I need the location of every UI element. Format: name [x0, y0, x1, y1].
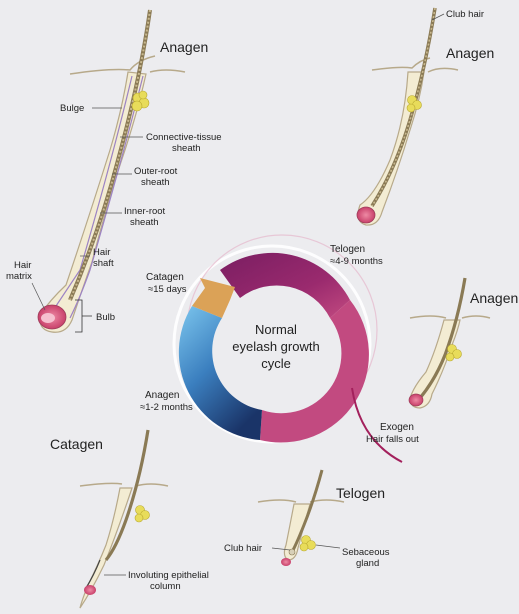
cycle-telogen-duration: ≈4-9 months	[330, 256, 383, 267]
hair-matrix-label-2: matrix	[6, 271, 32, 282]
anagen-mid-right-follicle: Anagen	[408, 277, 518, 409]
catagen-segment	[192, 278, 235, 318]
cycle-exogen-duration: Hair falls out	[366, 434, 419, 445]
outer-root-label-2: sheath	[141, 177, 170, 188]
cycle-catagen-label: Catagen	[146, 272, 184, 283]
exogen-segment	[260, 300, 369, 443]
telogen-follicle: Telogen Club hair Sebaceous gland	[224, 469, 390, 569]
bulb-label: Bulb	[96, 312, 115, 323]
cycle-center-line-1: Normal	[255, 322, 297, 337]
hair-shaft-label-1: Hair	[93, 247, 110, 258]
club-hair-label-bottom: Club hair	[224, 543, 262, 554]
sebaceous-label-1: Sebaceous	[342, 547, 390, 558]
anagen-segment	[178, 306, 262, 440]
anagen-mid-right-title: Anagen	[470, 290, 518, 306]
cycle-anagen-duration: ≈1-2 months	[140, 402, 193, 413]
telogen-bottom-title: Telogen	[336, 485, 385, 501]
cycle-telogen-label: Telogen	[330, 244, 365, 255]
sebaceous-gland-icon	[131, 90, 150, 112]
anagen-large-follicle: Anagen Bulge Connective-tissue sheath Ou…	[6, 9, 222, 333]
catagen-bottom-title: Catagen	[50, 436, 103, 452]
outer-root-label-1: Outer-root	[134, 166, 178, 177]
growth-cycle-ring: Normal eyelash growth cycle Telogen ≈4-9…	[140, 234, 419, 463]
telogen-segment	[220, 252, 350, 318]
anagen-top-right-follicle: Club hair Anagen	[356, 7, 494, 226]
cycle-center-line-3: cycle	[261, 356, 291, 371]
cycle-anagen-label: Anagen	[145, 390, 179, 401]
anagen-large-title: Anagen	[160, 39, 208, 55]
bulge-label: Bulge	[60, 103, 84, 114]
cycle-center-line-2: eyelash growth	[232, 339, 319, 354]
ct-sheath-label-1: Connective-tissue	[146, 132, 222, 143]
bulb-bracket	[75, 299, 92, 333]
catagen-follicle: Catagen Involuting epithelial column	[50, 429, 209, 609]
club-hair-label-top: Club hair	[446, 9, 484, 20]
sebaceous-label-2: gland	[356, 558, 379, 569]
inner-root-label-1: Inner-root	[124, 206, 166, 217]
cycle-exogen-label: Exogen	[380, 422, 414, 433]
involuting-label-2: column	[150, 581, 181, 592]
inner-root-label-2: sheath	[130, 217, 159, 228]
involuting-label-1: Involuting epithelial	[128, 570, 209, 581]
ct-sheath-label-2: sheath	[172, 143, 201, 154]
cycle-catagen-duration: ≈15 days	[148, 284, 187, 295]
hair-matrix-label-1: Hair	[14, 260, 31, 271]
hair-shaft-label-2: shaft	[93, 258, 114, 269]
anagen-top-right-title: Anagen	[446, 45, 494, 61]
